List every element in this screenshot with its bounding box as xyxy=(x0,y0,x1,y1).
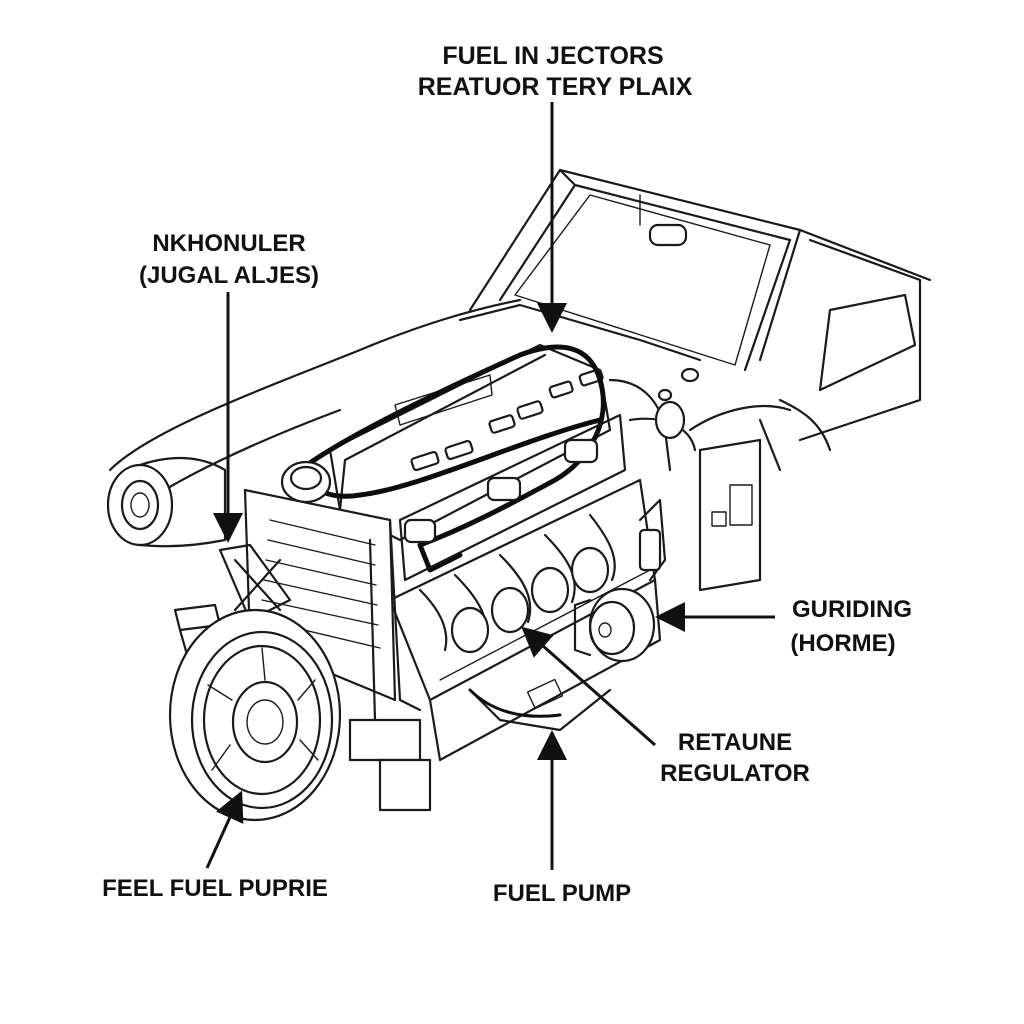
fuel-line xyxy=(468,688,562,718)
arrow-regulator xyxy=(521,626,656,747)
label-regulator-line1: RETAUNE xyxy=(678,729,792,756)
leader-lines xyxy=(205,102,775,870)
label-injectors-line2: REATUOR TERY PLAIX xyxy=(418,73,693,101)
label-injectors-line1: FUEL IN JECTORS xyxy=(442,42,663,70)
label-left-line2: (JUGAL ALJES) xyxy=(139,262,319,289)
pulley-wheel xyxy=(168,608,342,822)
label-right-line2: (HORME) xyxy=(790,630,895,657)
arrow-feel-fuel xyxy=(205,790,244,869)
label-bottom-left: FEEL FUEL PUPRIE xyxy=(102,875,328,902)
label-right-line1: GURIDING xyxy=(792,596,912,623)
label-bottom-center: FUEL PUMP xyxy=(493,880,631,907)
car-body xyxy=(106,168,932,592)
engine-block xyxy=(280,343,700,762)
fuel-pump-component xyxy=(573,587,656,663)
label-regulator-line2: REGULATOR xyxy=(660,760,810,787)
label-left-line1: NKHONULER xyxy=(152,230,305,257)
